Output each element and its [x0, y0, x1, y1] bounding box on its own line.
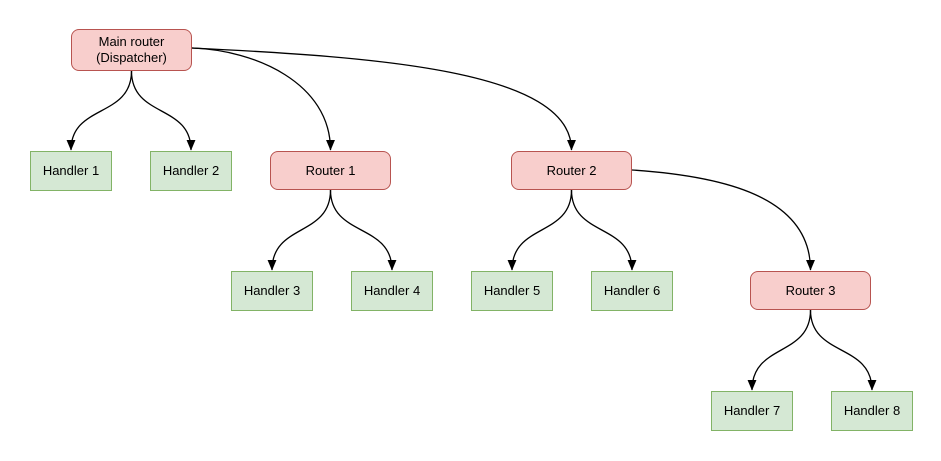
edge-router-2-to-handler-6 — [570, 189, 637, 271]
edge-router-2-to-router-3 — [631, 169, 815, 271]
edge-router-3-to-handler-8 — [809, 309, 877, 391]
node-handler-4: Handler 4 — [351, 271, 433, 311]
node-handler-3: Handler 3 — [231, 271, 313, 311]
node-handler-2: Handler 2 — [150, 151, 232, 191]
node-handler-7: Handler 7 — [711, 391, 793, 431]
node-router-3: Router 3 — [750, 271, 871, 310]
node-main-router: Main router (Dispatcher) — [71, 29, 192, 71]
node-handler-1: Handler 1 — [30, 151, 112, 191]
edge-main-router-to-router-2 — [191, 47, 576, 151]
edge-router-1-to-handler-4 — [329, 189, 397, 271]
node-router-2: Router 2 — [511, 151, 632, 190]
edge-router-2-to-handler-5 — [507, 189, 573, 271]
edge-main-router-to-router-1 — [191, 47, 335, 151]
node-handler-6: Handler 6 — [591, 271, 673, 311]
edge-main-router-to-handler-1 — [66, 70, 133, 151]
node-router-1: Router 1 — [270, 151, 391, 190]
node-handler-8: Handler 8 — [831, 391, 913, 431]
edge-router-1-to-handler-3 — [267, 189, 332, 271]
edge-main-router-to-handler-2 — [130, 70, 196, 151]
edge-router-3-to-handler-7 — [747, 309, 812, 391]
node-handler-5: Handler 5 — [471, 271, 553, 311]
